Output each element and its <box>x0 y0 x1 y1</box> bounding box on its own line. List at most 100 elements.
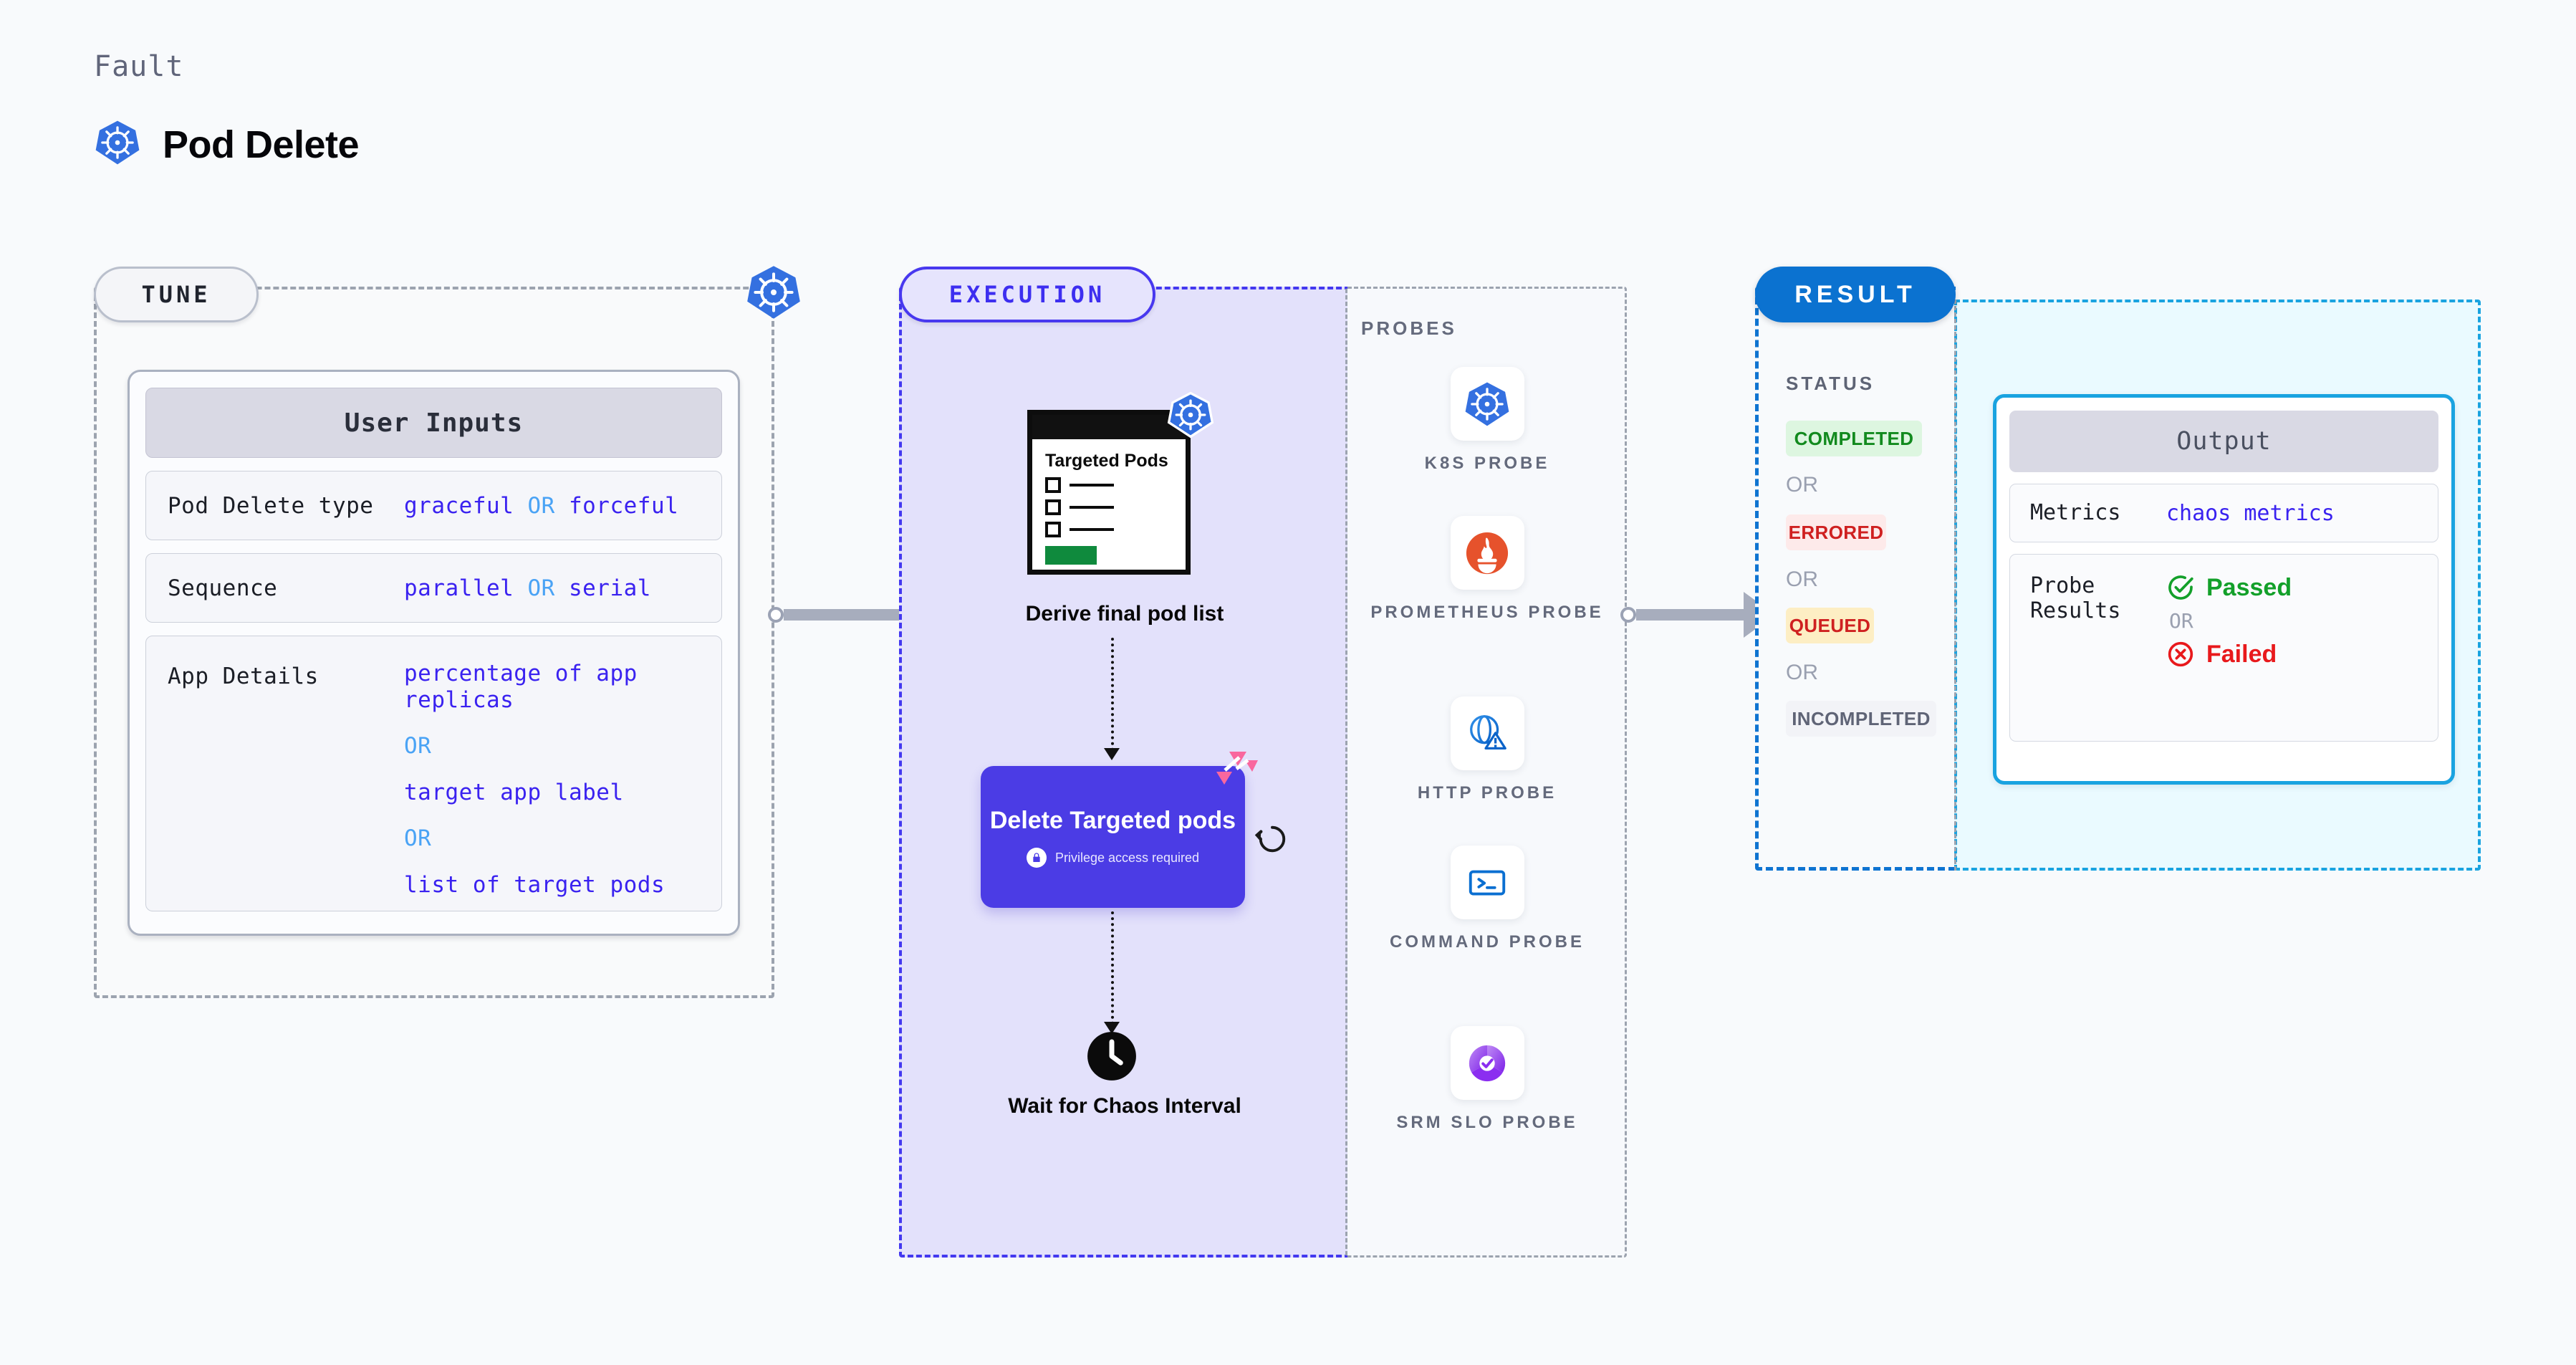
kubernetes-icon <box>745 264 802 321</box>
status-separator: OR <box>1786 567 1818 591</box>
probe-item-k8s[interactable]: K8S PROBE <box>1347 367 1627 475</box>
list-item <box>1045 477 1186 493</box>
input-row-pod-delete-type[interactable]: Pod Delete type graceful OR forceful <box>145 471 722 540</box>
probe-item-prometheus[interactable]: PROMETHEUS PROBE <box>1347 516 1627 624</box>
status-separator: OR <box>1786 473 1818 497</box>
srm-slo-icon <box>1450 1026 1524 1100</box>
input-value: percentage of app replicas OR target app… <box>404 661 700 898</box>
list-line <box>1070 484 1114 487</box>
result-output-divider <box>1954 300 1956 871</box>
value-option-2: target app label <box>404 779 624 805</box>
retry-icon[interactable] <box>1254 820 1291 858</box>
clock-icon <box>1085 1030 1138 1083</box>
input-key: Sequence <box>168 575 278 601</box>
harness-chaos-icon <box>1215 750 1259 787</box>
value-option-2: forceful <box>568 492 679 519</box>
probe-result-separator: OR <box>2169 609 2193 633</box>
user-inputs-header: User Inputs <box>145 388 722 458</box>
input-value: parallel OR serial <box>404 575 651 601</box>
fault-label: Fault <box>94 50 184 83</box>
probe-label: HTTP PROBE <box>1417 783 1557 803</box>
connector-dot-start <box>768 607 784 623</box>
flow-arrowhead-1 <box>1104 748 1120 760</box>
input-row-app-details[interactable]: App Details percentage of app replicas O… <box>145 636 722 911</box>
kubernetes-icon <box>94 119 141 170</box>
probe-label: SRM SLO PROBE <box>1396 1113 1578 1132</box>
probe-results-values: Passed OR Failed <box>2166 573 2292 669</box>
status-badge-errored: ERRORED <box>1786 514 1886 550</box>
delete-targeted-pods-node[interactable]: Delete Targeted pods Privilege access re… <box>981 752 1258 908</box>
privilege-badge: Privilege access required <box>1026 848 1200 868</box>
prometheus-icon <box>1450 516 1524 590</box>
status-badge-completed: COMPLETED <box>1786 421 1922 456</box>
value-separator-2: OR <box>404 825 432 852</box>
value-option-3: list of target pods <box>404 871 665 898</box>
window-body: Targeted Pods <box>1032 439 1186 565</box>
value-option-1: graceful <box>404 492 514 519</box>
targeted-pods-card[interactable]: Targeted Pods <box>1027 391 1214 575</box>
output-key: Probe Results <box>2030 573 2121 624</box>
result-pill[interactable]: RESULT <box>1755 267 1956 322</box>
flow-arrowhead-2 <box>1104 1022 1120 1034</box>
targeted-pods-heading: Targeted Pods <box>1045 451 1168 471</box>
checkbox-icon <box>1045 522 1061 537</box>
value-option-1: parallel <box>404 575 514 601</box>
output-key: Metrics <box>2030 500 2121 526</box>
tune-pill[interactable]: TUNE <box>94 267 259 322</box>
list-line <box>1070 528 1114 531</box>
fault-title-row: Pod Delete <box>94 119 360 170</box>
probe-item-srm-slo[interactable]: SRM SLO PROBE <box>1347 1026 1627 1134</box>
result-region <box>1755 287 1956 871</box>
window-titlebar <box>1032 415 1186 439</box>
fault-title: Pod Delete <box>163 123 360 166</box>
targeted-pods-window: Targeted Pods <box>1027 410 1191 575</box>
list-item <box>1045 522 1186 537</box>
kubernetes-icon <box>1167 391 1214 439</box>
wait-for-chaos-interval-label: Wait for Chaos Interval <box>1008 1094 1241 1118</box>
status-badge-queued: QUEUED <box>1786 608 1874 643</box>
delete-node-title: Delete Targeted pods <box>989 806 1236 834</box>
checkbox-icon <box>1045 477 1061 493</box>
value-separator-1: OR <box>404 733 432 760</box>
probe-result-passed: Passed <box>2166 573 2292 602</box>
lock-icon <box>1026 848 1047 868</box>
value-option-2: serial <box>568 575 651 601</box>
checkbox-icon <box>1045 499 1061 515</box>
execution-pill[interactable]: EXECUTION <box>899 267 1155 322</box>
input-value: graceful OR forceful <box>404 493 678 519</box>
privilege-text: Privilege access required <box>1054 850 1200 865</box>
list-item <box>1045 499 1186 515</box>
green-progress-bar <box>1045 546 1097 565</box>
output-header: Output <box>2009 411 2438 472</box>
passed-label: Passed <box>2206 573 2292 601</box>
output-row-metrics[interactable]: Metrics chaos metrics <box>2009 484 2438 542</box>
probe-label: K8S PROBE <box>1424 454 1550 473</box>
output-value: chaos metrics <box>2166 500 2335 526</box>
status-separator: OR <box>1786 661 1818 684</box>
connector-bar <box>784 609 905 621</box>
value-separator: OR <box>527 575 555 601</box>
value-option-1: percentage of app replicas <box>404 661 638 713</box>
probe-item-command[interactable]: COMMAND PROBE <box>1347 846 1627 954</box>
output-row-probe-results[interactable]: Probe Results Passed OR Failed <box>2009 554 2438 742</box>
output-card: Output Metrics chaos metrics Probe Resul… <box>1993 394 2455 785</box>
value-separator: OR <box>527 492 555 519</box>
probe-item-http[interactable]: HTTP PROBE <box>1347 696 1627 805</box>
derive-final-pod-list-label: Derive final pod list <box>1025 602 1224 626</box>
flow-connector-1 <box>1111 638 1116 751</box>
status-badge-incompleted: INCOMPLETED <box>1786 701 1936 737</box>
list-line <box>1070 506 1114 509</box>
x-circle-icon <box>2168 641 2193 667</box>
input-key: App Details <box>168 664 319 689</box>
failed-label: Failed <box>2206 640 2277 668</box>
connector-dot-start <box>1620 607 1636 623</box>
check-circle-icon <box>2168 575 2193 600</box>
terminal-icon <box>1450 846 1524 919</box>
input-row-sequence[interactable]: Sequence parallel OR serial <box>145 553 722 623</box>
connector-bar <box>1636 609 1744 621</box>
probe-label: PROMETHEUS PROBE <box>1370 603 1604 622</box>
probes-title: PROBES <box>1361 317 1457 339</box>
probe-label: COMMAND PROBE <box>1390 932 1585 952</box>
user-inputs-card: User Inputs Pod Delete type graceful OR … <box>128 370 740 936</box>
status-title: STATUS <box>1786 373 1875 394</box>
